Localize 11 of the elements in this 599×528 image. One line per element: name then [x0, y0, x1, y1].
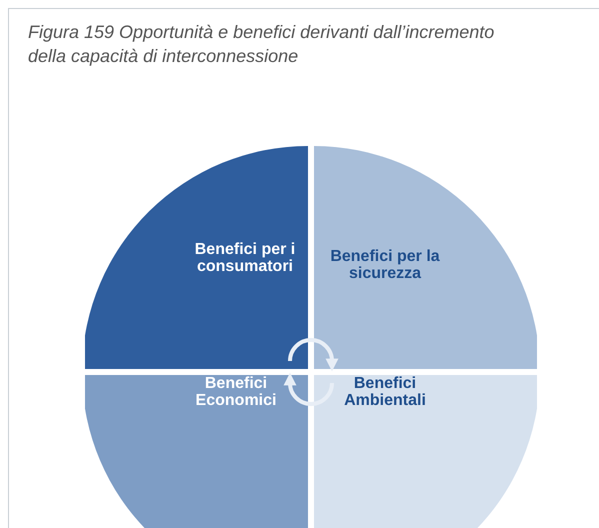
cycle-arrow	[288, 338, 338, 372]
cycle-arrow	[284, 372, 334, 406]
segment-label: Benefici Ambientali	[343, 375, 427, 409]
quadrant-segment	[314, 375, 537, 528]
segment-label: Benefici per i consumatori	[194, 241, 296, 275]
quadrant-segment	[85, 146, 308, 369]
quadrant-segment	[85, 375, 308, 528]
segment-label: Benefici per la sicurezza	[329, 248, 441, 282]
segment-label: Benefici Economici	[194, 375, 278, 409]
figure-title: Figura 159 Opportunità e benefici derivanti dall’incremento della capacità di interconnessione	[28, 21, 496, 68]
quadrant-segment	[314, 146, 537, 369]
